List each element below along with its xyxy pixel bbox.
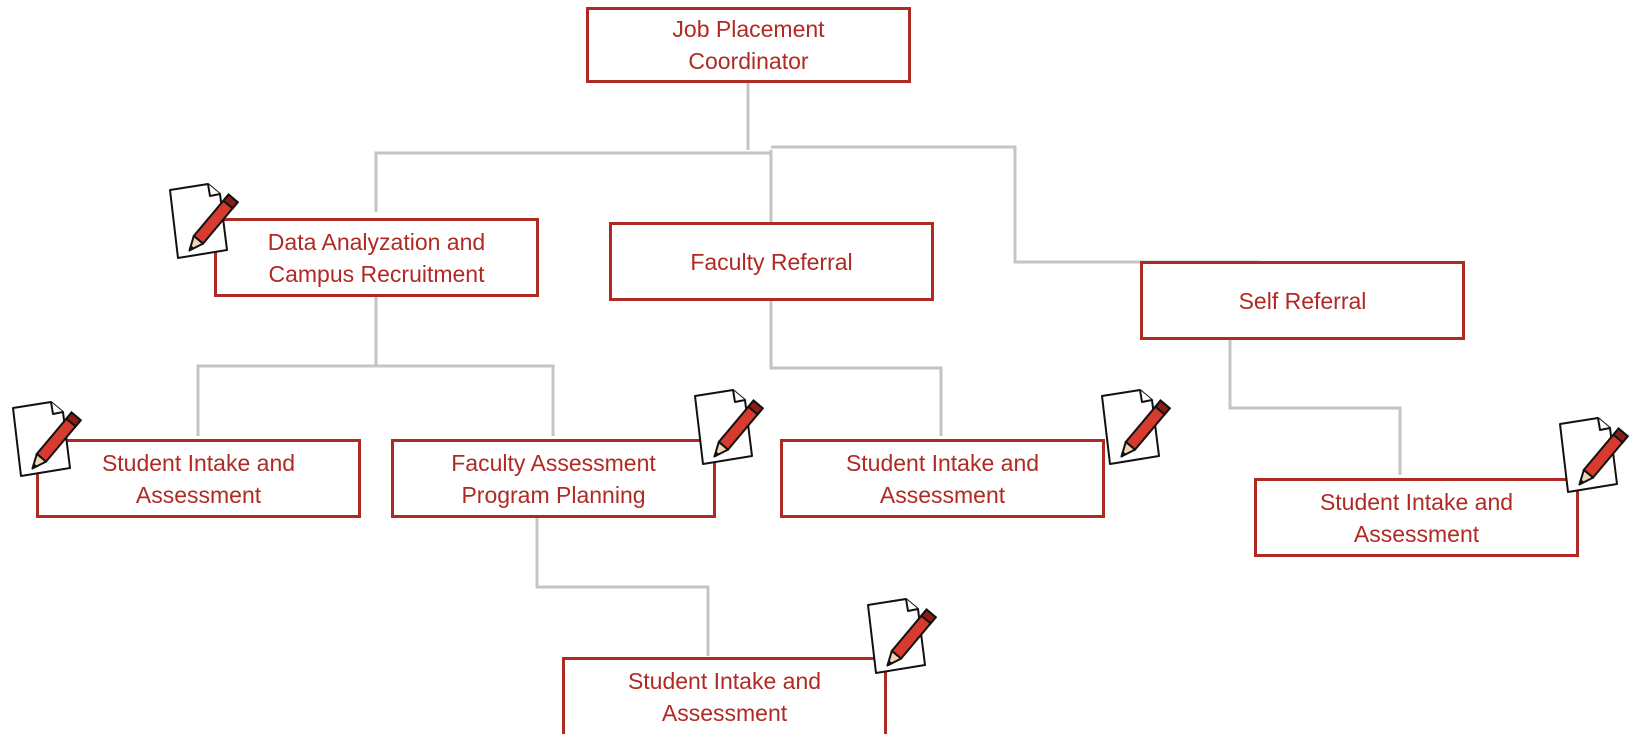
node-label: Student Intake and Assessment [101, 449, 296, 508]
node-faculty-referral: Faculty Referral [609, 222, 934, 301]
node-label: Self Referral [1238, 287, 1367, 314]
node-self-referral: Self Referral [1140, 261, 1465, 340]
connector-data-analyzation-bus [196, 364, 555, 436]
node-label: Student Intake and Assessment [845, 449, 1040, 508]
node-student-intake-assessment-data: Student Intake and Assessment [36, 439, 361, 518]
node-label: Student Intake and Assessment [627, 668, 822, 726]
note-pencil-icon [12, 401, 83, 477]
node-label: Faculty Referral [690, 248, 853, 275]
note-pencil-icon [694, 389, 765, 465]
connector-self-referral-to-intake [1228, 339, 1402, 475]
connector-level1-bus [374, 151, 771, 212]
note-pencil-icon [1559, 417, 1630, 493]
node-label: Data Analyzation and Campus Recruitment [267, 228, 486, 287]
node-faculty-assessment-program-planning: Faculty Assessment Program Planning [391, 439, 716, 518]
node-data-analyzation-campus-recruitment: Data Analyzation and Campus Recruitment [214, 218, 539, 297]
node-student-intake-assessment-faculty-referral: Student Intake and Assessment [780, 439, 1105, 518]
note-pencil-icon [867, 598, 938, 674]
node-student-intake-assessment-self-referral: Student Intake and Assessment [1254, 478, 1579, 557]
note-pencil-icon [1101, 389, 1172, 465]
node-label: Student Intake and Assessment [1319, 488, 1514, 547]
node-label: Faculty Assessment Program Planning [451, 449, 656, 508]
connector-coordinator-to-self-referral [771, 145, 1260, 264]
connector-faculty-referral-to-intake [769, 301, 943, 436]
connector-faculty-assessment-to-intake [535, 514, 710, 656]
note-pencil-icon [169, 183, 240, 259]
node-student-intake-assessment-program: Student Intake and Assessment [562, 657, 887, 734]
node-job-placement-coordinator: Job Placement Coordinator [586, 7, 911, 83]
node-label: Job Placement Coordinator [672, 16, 825, 74]
